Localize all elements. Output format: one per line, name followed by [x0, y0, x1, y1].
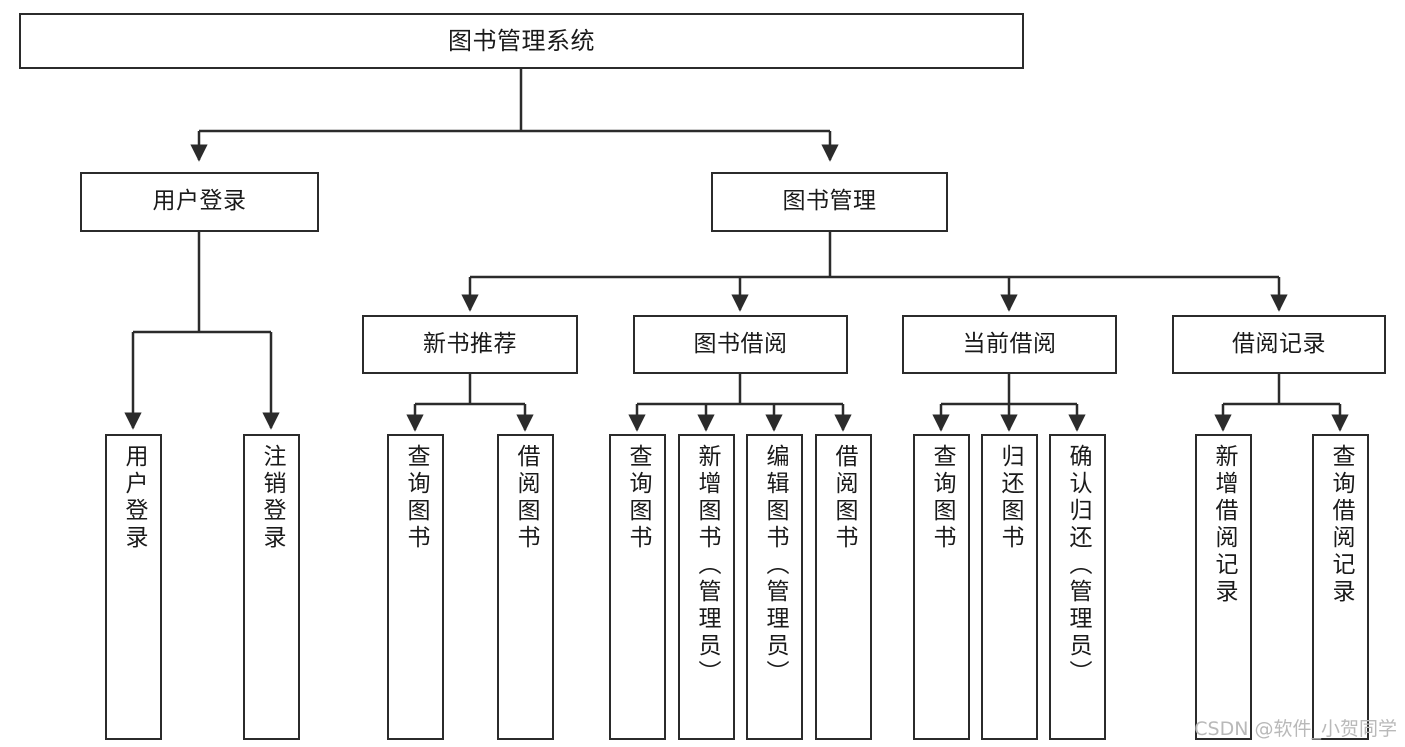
node-label: 查询图书	[403, 444, 429, 552]
node-label: 新增图书（管理员）	[694, 444, 720, 687]
node-current-borrow[interactable]: 当前借阅	[902, 315, 1117, 374]
leaf-return-book[interactable]: 归还图书	[981, 434, 1038, 740]
node-label: 查询借阅记录	[1328, 444, 1354, 606]
node-new-book-recommend[interactable]: 新书推荐	[362, 315, 578, 374]
leaf-query-book-recommend[interactable]: 查询图书	[387, 434, 444, 740]
leaf-query-borrow-record[interactable]: 查询借阅记录	[1312, 434, 1369, 740]
node-user-login[interactable]: 用户登录	[80, 172, 319, 232]
node-label: 借阅图书	[513, 444, 539, 552]
leaf-query-book-current[interactable]: 查询图书	[913, 434, 970, 740]
node-label: 查询图书	[625, 444, 651, 552]
leaf-query-book-borrow[interactable]: 查询图书	[609, 434, 666, 740]
node-label: 归还图书	[997, 444, 1023, 552]
leaf-borrow-book-recommend[interactable]: 借阅图书	[497, 434, 554, 740]
node-label: 借阅记录	[1232, 330, 1326, 357]
leaf-confirm-return-admin[interactable]: 确认归还（管理员）	[1049, 434, 1106, 740]
leaf-add-book-admin[interactable]: 新增图书（管理员）	[678, 434, 735, 740]
node-book-management[interactable]: 图书管理	[711, 172, 948, 232]
node-label: 编辑图书（管理员）	[762, 444, 788, 687]
node-label: 图书管理系统	[448, 26, 595, 55]
node-book-borrow[interactable]: 图书借阅	[633, 315, 848, 374]
node-label: 查询图书	[929, 444, 955, 552]
node-label: 新增借阅记录	[1211, 444, 1237, 606]
watermark-text: CSDN @软件_小贺同学	[1194, 718, 1397, 740]
leaf-add-borrow-record[interactable]: 新增借阅记录	[1195, 434, 1252, 740]
leaf-logout[interactable]: 注销登录	[243, 434, 300, 740]
node-book-management-system[interactable]: 图书管理系统	[19, 13, 1024, 69]
leaf-user-login[interactable]: 用户登录	[105, 434, 162, 740]
node-borrow-record[interactable]: 借阅记录	[1172, 315, 1386, 374]
node-label: 用户登录	[152, 188, 247, 215]
node-label: 用户登录	[121, 444, 147, 552]
node-label: 确认归还（管理员）	[1065, 444, 1091, 687]
node-label: 借阅图书	[831, 444, 857, 552]
leaf-borrow-book[interactable]: 借阅图书	[815, 434, 872, 740]
node-label: 注销登录	[259, 444, 285, 552]
node-label: 图书借阅	[693, 330, 788, 357]
leaf-edit-book-admin[interactable]: 编辑图书（管理员）	[746, 434, 803, 740]
node-label: 新书推荐	[423, 330, 517, 357]
node-label: 当前借阅	[962, 330, 1057, 357]
node-label: 图书管理	[782, 188, 877, 215]
